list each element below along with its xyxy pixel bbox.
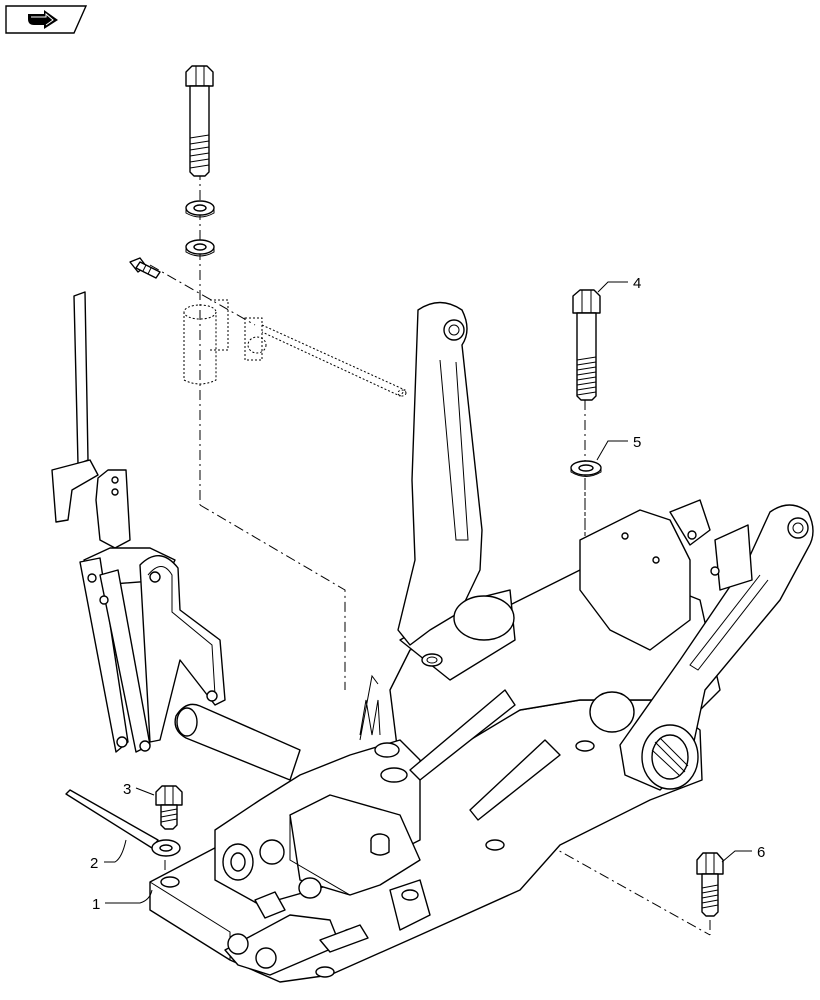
callout-label-4: 4 [633, 275, 641, 292]
next-page-button[interactable] [5, 5, 88, 34]
callout-label-6: 6 [757, 844, 765, 861]
upper-bolt [185, 65, 215, 257]
callout-label-5: 5 [633, 434, 641, 451]
callout-4: 4 [633, 275, 641, 292]
tab-washer-2 [65, 789, 181, 857]
next-page-arrow-icon [28, 10, 58, 29]
cross-shaft [174, 703, 301, 781]
control-lever-assembly [51, 291, 226, 753]
small-screw [129, 257, 161, 279]
callout-5: 5 [633, 434, 641, 451]
callout-label-2: 2 [90, 855, 98, 872]
right-lift-arm [579, 499, 814, 791]
callout-1: 1 [92, 896, 100, 913]
left-lift-arm [397, 301, 515, 646]
washer-5 [570, 460, 602, 477]
callout-2: 2 [90, 855, 98, 872]
callout-label-1: 1 [92, 896, 100, 913]
hidden-sleeve-and-rod [183, 299, 407, 397]
bolt-3 [155, 785, 183, 830]
callout-3: 3 [123, 781, 131, 798]
leader-lines [104, 281, 752, 904]
bolt-4 [572, 289, 601, 401]
callout-6: 6 [757, 844, 765, 861]
bolt-6 [696, 852, 724, 917]
callout-label-3: 3 [123, 781, 131, 798]
